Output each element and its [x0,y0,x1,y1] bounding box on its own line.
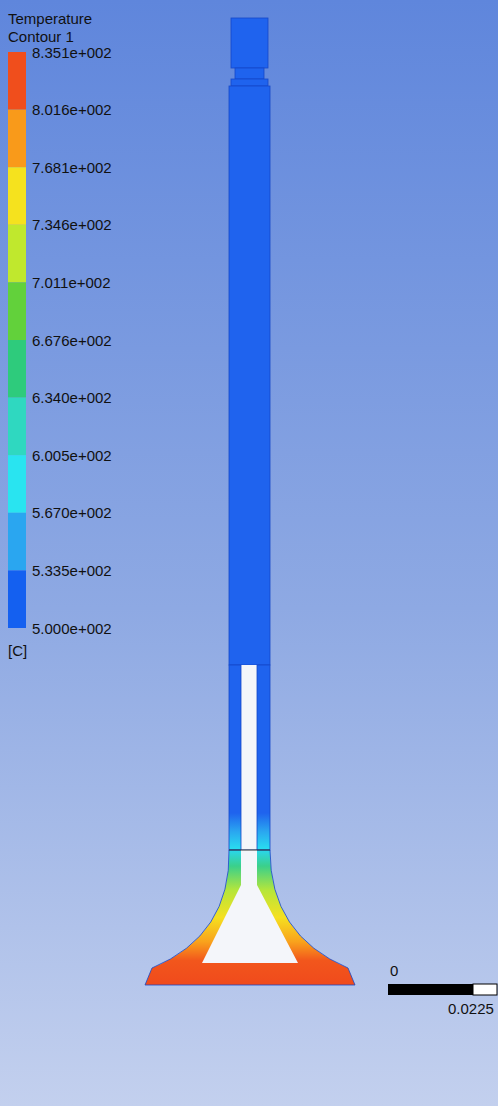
color-bar [8,52,26,628]
valve-head [145,850,355,985]
legend-value: 5.335e+002 [32,562,112,579]
stem-wall [257,665,270,850]
head-cavity [202,850,298,963]
color-band [8,398,26,456]
valve-groove [235,68,264,79]
color-band [8,513,26,571]
legend-value: 7.346e+002 [32,216,112,233]
valve-tip [231,18,268,68]
valve-stem [229,86,270,665]
color-band [8,110,26,168]
legend-value: 8.016e+002 [32,101,112,118]
legend-value: 7.011e+002 [32,274,111,291]
scale-white [473,984,497,995]
legend-value: 6.005e+002 [32,447,112,464]
color-band [8,455,26,513]
legend-value: 6.340e+002 [32,389,112,406]
color-band [8,52,26,110]
scale-bar [388,984,497,995]
color-band [8,225,26,283]
valve [145,18,355,985]
scale-value: 0 [390,962,398,979]
legend-value: 5.670e+002 [32,504,112,521]
color-band [8,340,26,398]
stem-cavity [241,665,257,855]
legend-value: 8.351e+002 [32,44,112,61]
legend-value: 5.000e+002 [32,620,112,637]
legend-value: 7.681e+002 [32,159,112,176]
legend-title: Temperature [8,10,92,27]
unit-label: [C] [8,642,27,659]
color-band [8,282,26,340]
color-band [8,167,26,225]
legend-value: 6.676e+002 [32,332,112,349]
color-band [8,570,26,628]
section-line [229,850,270,851]
contour-name: Contour 1 [8,28,74,45]
stem-wall [229,665,241,850]
valve-collar [231,79,268,86]
scale-value: 0.0225 [448,1000,494,1017]
scale-black [388,984,473,995]
